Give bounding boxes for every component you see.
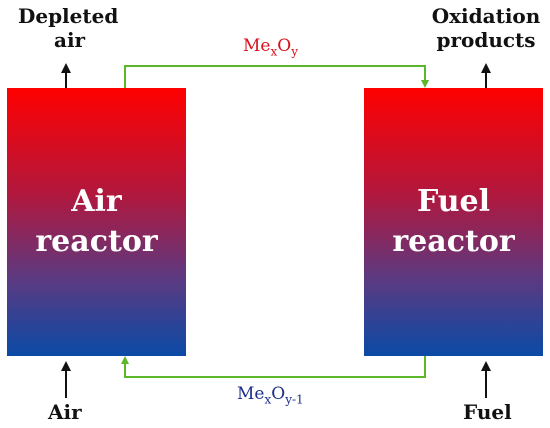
fuel-input-label: Fuel: [463, 400, 512, 424]
oxidized-sub2: y: [291, 44, 298, 59]
reduced-carrier-label: MexOy-1: [237, 384, 304, 409]
oxidation-products-label-line2: products: [436, 28, 536, 52]
reduced-sub1: x: [264, 392, 272, 407]
reduced-base1: Me: [237, 384, 265, 404]
oxidized-base1: Me: [243, 36, 271, 56]
oxidized-carrier-line: [124, 65, 429, 88]
depleted-air-label-line2: air: [54, 28, 86, 52]
depleted-air-label: Depleted air: [18, 4, 118, 52]
air-reactor-label-line1: Air: [71, 184, 122, 219]
air-input-label: Air: [48, 400, 82, 424]
air-reactor-label-line2: reactor: [35, 224, 158, 259]
fuel-reactor-label-line1: Fuel: [416, 184, 491, 219]
air-reactor: Air reactor: [7, 88, 186, 356]
fuel-reactor: Fuel reactor: [364, 88, 543, 356]
oxidized-base2: O: [277, 36, 292, 56]
reduced-base2: O: [271, 384, 286, 404]
oxidized-carrier-label: MexOy: [243, 36, 298, 61]
oxidized-sub1: x: [270, 44, 278, 59]
reduced-carrier-line: [121, 356, 426, 378]
oxidation-products-label-line1: Oxidation: [431, 4, 541, 28]
depleted-air-label-line1: Depleted: [18, 4, 119, 28]
reduced-sub2: y-1: [285, 392, 304, 407]
fuel-reactor-label-line2: reactor: [392, 224, 515, 259]
oxidation-products-label: Oxidation products: [426, 4, 546, 52]
